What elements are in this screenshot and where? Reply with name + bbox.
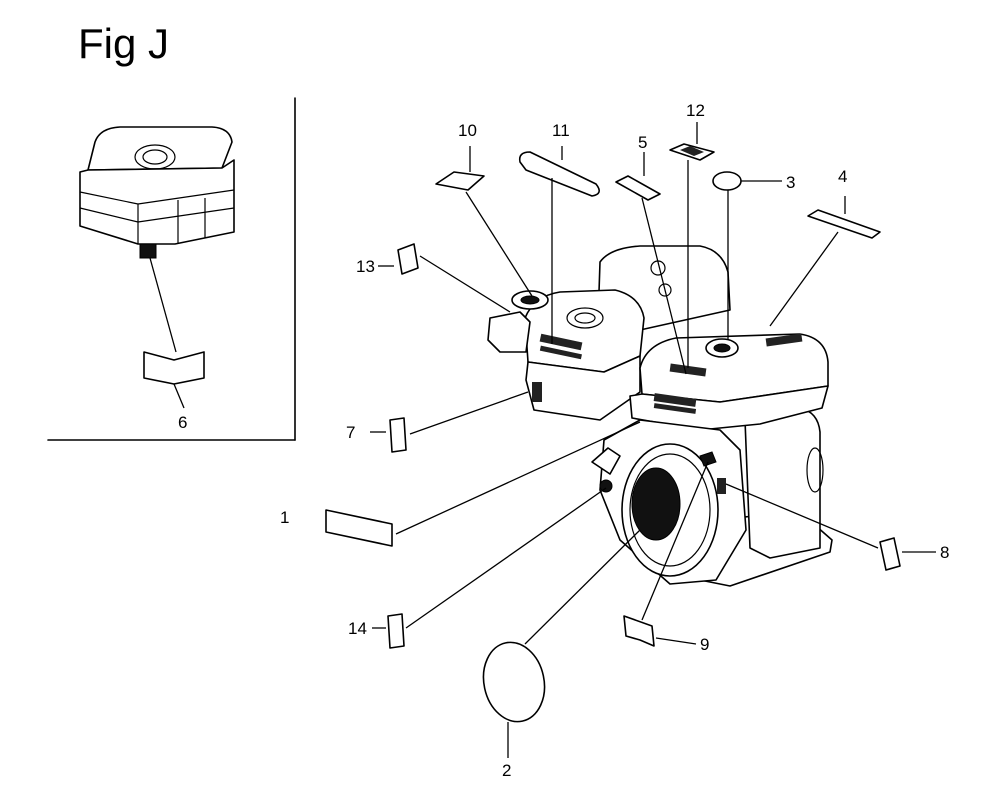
callout-number-6: 6 <box>178 413 187 432</box>
figure-title: Fig J <box>78 20 169 67</box>
label-part-8 <box>725 483 936 571</box>
label-part-10 <box>435 146 533 297</box>
label-part-3 <box>712 171 782 340</box>
callout-number-2: 2 <box>502 761 511 780</box>
label-part-4 <box>769 196 881 327</box>
callout-number-4: 4 <box>838 167 847 186</box>
callout-number-13: 13 <box>356 257 375 276</box>
label-part-9 <box>623 461 709 647</box>
inset-frame <box>47 97 296 441</box>
callout-number-1: 1 <box>280 508 289 527</box>
label-part-2 <box>482 529 641 758</box>
label-part-7 <box>370 391 529 453</box>
callout-number-3: 3 <box>786 173 795 192</box>
label-part-12 <box>669 122 715 368</box>
inset-air-cleaner <box>79 126 235 353</box>
label-part-14 <box>372 487 607 649</box>
callout-number-14: 14 <box>348 619 367 638</box>
callout-number-9: 9 <box>700 635 709 654</box>
callout-number-8: 8 <box>940 543 949 562</box>
label-part-6 <box>143 351 205 409</box>
callout-number-5: 5 <box>638 133 647 152</box>
label-part-5 <box>615 152 687 375</box>
label-part-1 <box>325 421 641 547</box>
callout-number-7: 7 <box>346 423 355 442</box>
callout-number-12: 12 <box>686 101 705 120</box>
label-part-13 <box>378 243 511 313</box>
callout-number-10: 10 <box>458 121 477 140</box>
label-part-11 <box>518 146 600 344</box>
callout-number-11: 11 <box>552 121 570 140</box>
